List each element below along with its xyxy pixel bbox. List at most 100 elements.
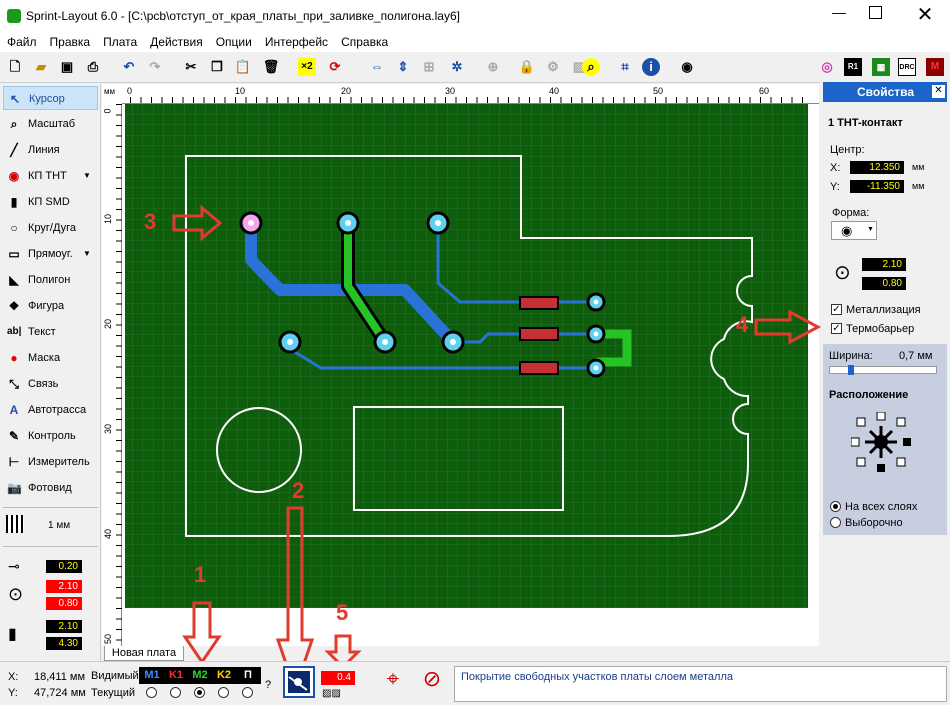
maximize-button[interactable] (869, 6, 882, 19)
info-icon[interactable]: i (642, 58, 660, 76)
lock-icon[interactable]: 🔒 (518, 59, 536, 74)
hatch-icon[interactable]: ▨▨ (322, 688, 341, 699)
fill-gap-field[interactable]: 0.4 (321, 671, 355, 685)
crop-icon[interactable]: ⌗ (621, 59, 629, 74)
layer-k2[interactable]: K2 (216, 669, 232, 681)
tool-shape[interactable]: ❖Фигура (3, 294, 98, 318)
minimize-button[interactable]: — (832, 4, 846, 20)
layer-k1[interactable]: K1 (168, 669, 184, 681)
copy-icon[interactable]: ❐ (211, 59, 223, 74)
dropdown-arrow-icon[interactable]: ▼ (83, 249, 91, 258)
tool-zoom[interactable]: ⌕Масштаб (3, 112, 98, 136)
smd-width-field[interactable]: 2.10 (46, 620, 82, 633)
shape-dropdown[interactable]: ◉▼ (831, 221, 877, 240)
undo-icon[interactable]: ↶ (123, 59, 135, 74)
via-icon[interactable]: ◎ (821, 59, 833, 74)
grid-label[interactable]: 1 мм (48, 520, 71, 531)
delete-icon[interactable]: 🗑 (262, 59, 280, 74)
layer-p[interactable]: П (244, 669, 252, 681)
tool-rectangle[interactable]: ▭Прямоуг.▼ (3, 242, 98, 266)
tool-circle[interactable]: ○Круг/Дуга (3, 216, 98, 240)
track-width-field[interactable]: 0.20 (46, 560, 82, 573)
search-icon[interactable]: ⌕ (582, 58, 600, 76)
thermal-checkbox[interactable]: ✓ (831, 323, 842, 334)
pad-inner-field[interactable]: 0.80 (46, 597, 82, 610)
mirror-v-icon[interactable]: ⇕ (397, 59, 409, 74)
align-icon[interactable]: ⊞ (423, 59, 435, 74)
all-layers-radio[interactable] (830, 501, 841, 512)
properties-close-button[interactable]: ✕ (932, 85, 945, 98)
disable-connections-button[interactable]: ⊘ (422, 666, 442, 691)
width-slider[interactable] (829, 365, 937, 375)
save-icon[interactable]: ▣ (60, 59, 74, 74)
menu-actions[interactable]: Действия (150, 35, 203, 49)
current-layer-k1-radio[interactable] (170, 687, 181, 698)
dropdown-arrow-icon[interactable]: ▼ (83, 171, 91, 180)
menu-interface[interactable]: Интерфейс (264, 35, 329, 49)
menu-help[interactable]: Справка (341, 35, 389, 49)
menu-file[interactable]: Файл (7, 35, 37, 49)
help-mark[interactable]: ? (265, 679, 272, 691)
close-button[interactable]: ✕ (916, 4, 934, 26)
current-layer-k2-radio[interactable] (218, 687, 229, 698)
tool-text[interactable]: ab|Текст (3, 320, 98, 344)
tool-measure[interactable]: ⊢Измеритель (3, 450, 98, 474)
center-y-field[interactable]: -11.350 (850, 180, 904, 193)
current-layer-p-radio[interactable] (242, 687, 253, 698)
metallization-checkbox[interactable]: ✓ (831, 304, 842, 315)
ground-plane-button[interactable] (283, 666, 315, 698)
tool-mask[interactable]: ●Маска (3, 346, 98, 370)
duplicate-icon[interactable]: ×2 (298, 58, 316, 76)
layer-m2[interactable]: M2 (192, 669, 208, 681)
outer-diameter-field[interactable]: 2.10 (862, 258, 906, 271)
cut-icon[interactable]: ✂ (185, 59, 197, 74)
snap-icon[interactable]: ✲ (451, 59, 463, 74)
pad-outer-field[interactable]: 2.10 (46, 580, 82, 593)
canvas-area[interactable]: 3 (122, 104, 819, 646)
new-icon[interactable]: 🗋 (9, 59, 21, 74)
tab-new-board[interactable]: Новая плата (104, 646, 184, 661)
rotate-icon[interactable]: ⟳ (329, 59, 341, 74)
tool-smd-pad[interactable]: ▮КП SMD (3, 190, 98, 214)
selective-radio[interactable] (830, 517, 841, 528)
open-icon[interactable]: ▰ (36, 59, 46, 74)
pattern-icon[interactable]: ◉ (681, 59, 693, 74)
target-button[interactable]: ⌖ (386, 666, 400, 691)
current-layer-m2-radio[interactable] (194, 687, 205, 698)
menu-edit[interactable]: Правка (49, 35, 91, 49)
print-icon[interactable]: ⎙ (87, 59, 99, 74)
inner-diameter-field[interactable]: 0.80 (862, 277, 906, 290)
tool-check[interactable]: ✎Контроль (3, 424, 98, 448)
mirror-h-icon[interactable]: ⇔ (370, 59, 384, 74)
tool-photo[interactable]: 📷Фотовид (3, 476, 98, 500)
slider-thumb[interactable] (848, 365, 854, 375)
pad-check-icon[interactable]: ▦ (872, 58, 890, 76)
tool-polygon[interactable]: ◣Полигон (3, 268, 98, 292)
drc-icon[interactable]: DRC (898, 58, 916, 76)
title-bar: Sprint-Layout 6.0 - [C:\pcb\отступ_от_кр… (0, 0, 950, 32)
layer-m1[interactable]: M1 (144, 669, 160, 681)
tool-line[interactable]: ╱Линия (3, 138, 98, 162)
menu-board[interactable]: Плата (103, 35, 138, 49)
grid-icon[interactable] (6, 515, 24, 533)
pad-size-icon: ⊙ (8, 584, 24, 604)
center-x-field[interactable]: 12.350 (850, 161, 904, 174)
pcb-view[interactable] (122, 104, 819, 646)
tool-tht-pad[interactable]: ◉КП ТНТ▼ (3, 164, 98, 188)
tool-connection[interactable]: ⤡Связь (3, 372, 98, 396)
autoroute-icon: A (9, 403, 19, 417)
menu-options[interactable]: Опции (215, 35, 252, 49)
tool-cursor[interactable]: ↖Курсор (3, 86, 98, 110)
macro-icon[interactable]: M (926, 58, 944, 76)
redo-icon[interactable]: ↷ (149, 59, 161, 74)
track-m1 (245, 223, 458, 347)
unlock-icon[interactable]: ⚙ (547, 59, 559, 74)
thermal-placement-icon[interactable] (850, 411, 911, 472)
current-layer-m1-radio[interactable] (146, 687, 157, 698)
group-icon[interactable]: ⊕ (487, 59, 499, 74)
menu-bar: Файл Правка Плата Действия Опции Интерфейс Спр… (0, 32, 950, 52)
paste-icon[interactable]: 📋 (234, 59, 252, 74)
smd-height-field[interactable]: 4.30 (46, 637, 82, 650)
r1-icon[interactable]: R1 (844, 58, 862, 76)
